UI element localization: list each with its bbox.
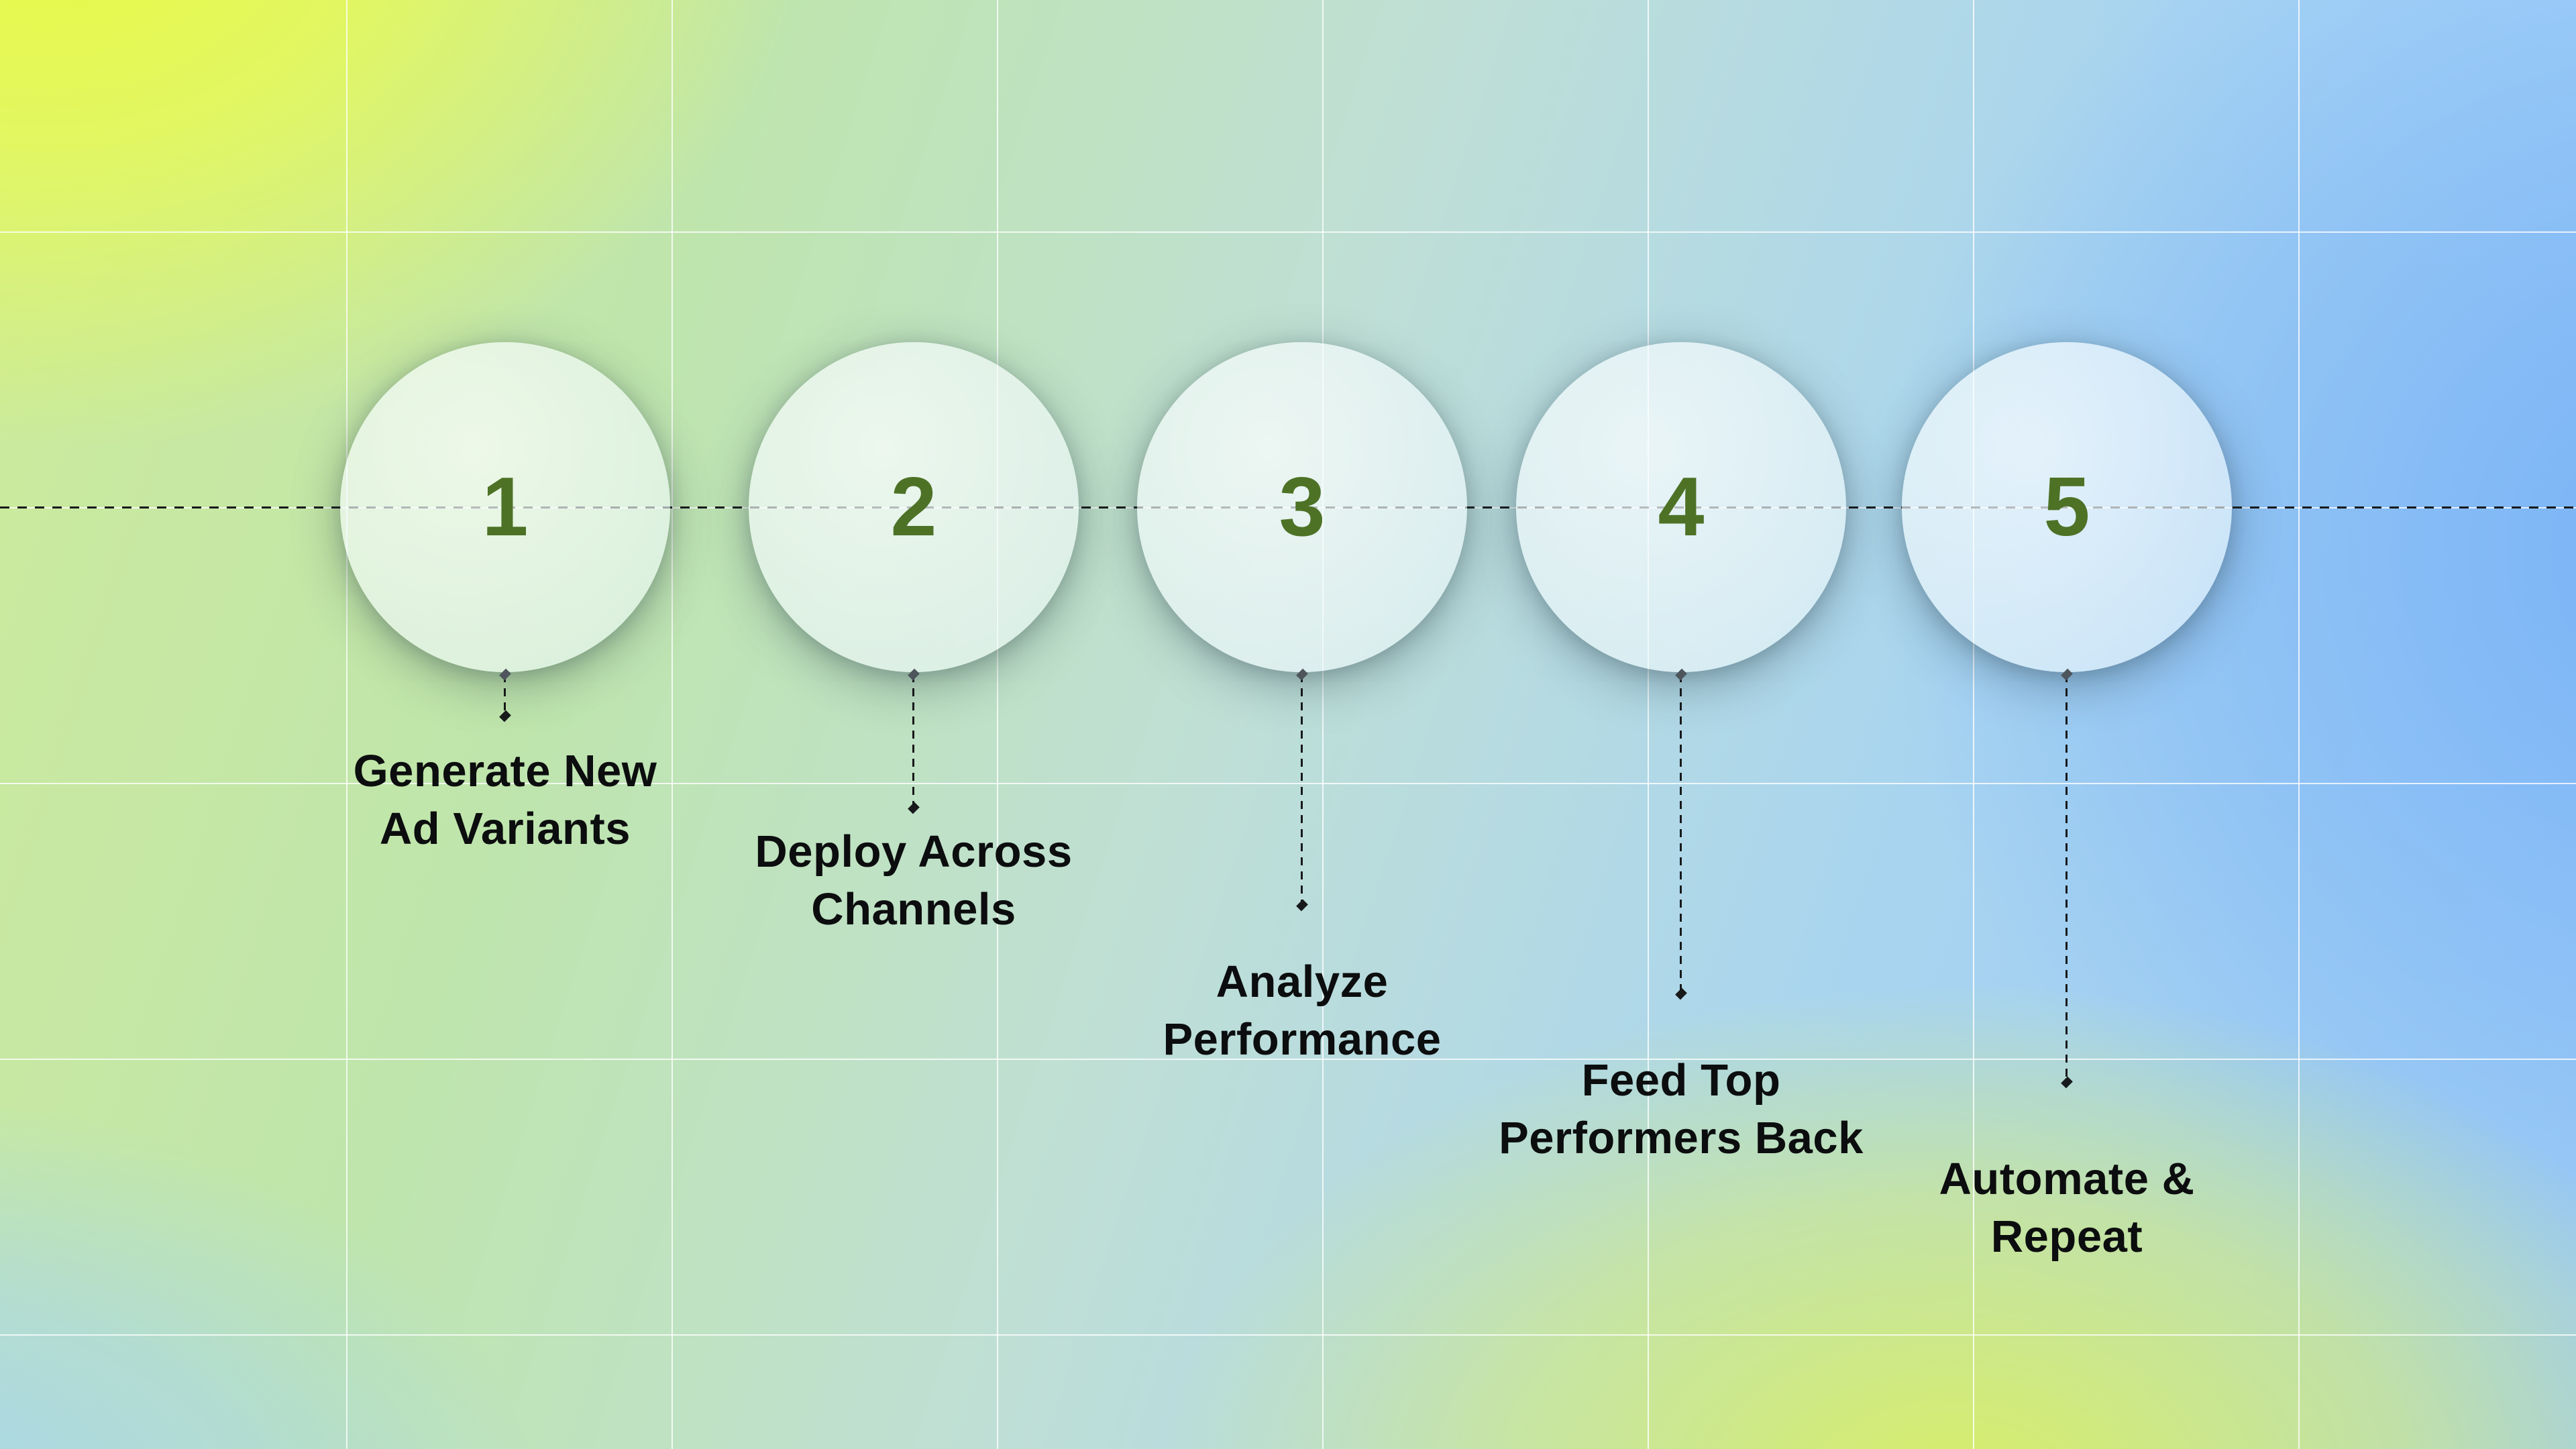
step-4-number: 4	[1658, 461, 1705, 553]
grid-horizontal-line	[0, 1059, 2576, 1060]
step-2-label: Deploy Across Channels	[755, 826, 1073, 934]
step-5-connector-line	[2060, 668, 2073, 1089]
step-2-number: 2	[890, 461, 937, 553]
step-4-label: Feed Top Performers Back	[1499, 1055, 1864, 1163]
diamond-endpoint-icon	[907, 802, 920, 814]
step-2-circle: 2	[749, 342, 1079, 672]
grid-horizontal-line	[0, 231, 2576, 233]
diamond-endpoint-icon	[498, 710, 511, 722]
step-5-number: 5	[2043, 461, 2090, 553]
step-1-connector-line	[498, 668, 511, 722]
step-5-circle: 5	[1902, 342, 2232, 672]
grid-vertical-line	[1973, 0, 1974, 1449]
step-3-number: 3	[1279, 461, 1326, 553]
step-3-circle: 3	[1137, 342, 1467, 672]
diamond-endpoint-icon	[1295, 899, 1308, 912]
grid-vertical-line	[1648, 0, 1649, 1449]
diamond-endpoint-icon	[1674, 987, 1687, 1000]
step-4-circle: 4	[1516, 342, 1846, 672]
grid-vertical-line	[1322, 0, 1324, 1449]
grid-vertical-line	[2298, 0, 2300, 1449]
step-5-label: Automate & Repeat	[1939, 1154, 2195, 1262]
step-3-label: Analyze Performance	[1163, 957, 1442, 1065]
step-3-connector-line	[1295, 668, 1308, 912]
step-4-connector-line	[1674, 668, 1687, 1000]
step-1-circle: 1	[340, 342, 670, 672]
grid-horizontal-line	[0, 1334, 2576, 1336]
grid-vertical-line	[672, 0, 673, 1449]
step-1-label: Generate New Ad Variants	[353, 746, 657, 854]
diamond-endpoint-icon	[2060, 1076, 2073, 1089]
grid-vertical-line	[997, 0, 998, 1449]
step-2-connector-line	[907, 668, 920, 814]
grid-horizontal-line	[0, 783, 2576, 784]
grid-vertical-line	[346, 0, 347, 1449]
step-1-number: 1	[482, 461, 529, 553]
